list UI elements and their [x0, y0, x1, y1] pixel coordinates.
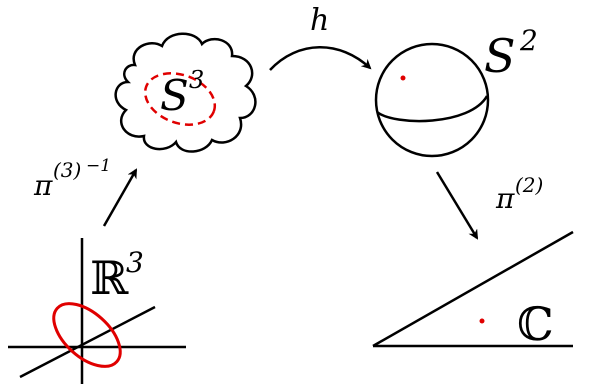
- pi3-inverse-label: π: [33, 169, 53, 202]
- r3-label: ℝ: [90, 251, 129, 305]
- complex-plane: ℂ: [372, 230, 574, 351]
- fiber-circle: [143, 72, 217, 126]
- s2-exponent: 2: [519, 24, 538, 57]
- plane-upper-edge: [372, 230, 574, 348]
- r3-circle: [52, 302, 122, 368]
- sphere-equator: [376, 95, 489, 123]
- point-on-c: [479, 318, 485, 324]
- pi3-inverse-exponent: (3): [53, 158, 81, 182]
- h-arrow: [269, 46, 372, 71]
- pi3-inverse-exponent2: −1: [86, 156, 111, 176]
- y-axis: [19, 305, 156, 379]
- sphere-outline: [374, 42, 490, 158]
- s2-sphere: S 2: [374, 24, 538, 158]
- pi2-label: π: [495, 182, 515, 215]
- r3-exponent: 3: [126, 246, 144, 279]
- r3-axes: ℝ 3: [8, 238, 186, 384]
- pi2-exponent: (2): [515, 173, 543, 197]
- h-label: h: [310, 3, 329, 38]
- c-label: ℂ: [517, 297, 554, 351]
- pi2-arrow: [435, 171, 479, 240]
- s3-label: S: [160, 71, 189, 120]
- s2-label: S: [484, 29, 516, 83]
- pi3-inverse-arrow: [102, 168, 138, 227]
- s3-exponent: 3: [189, 66, 204, 94]
- point-on-s2: [400, 75, 406, 81]
- s3-cloud: S 3: [114, 32, 257, 153]
- cloud-outline: [114, 32, 257, 153]
